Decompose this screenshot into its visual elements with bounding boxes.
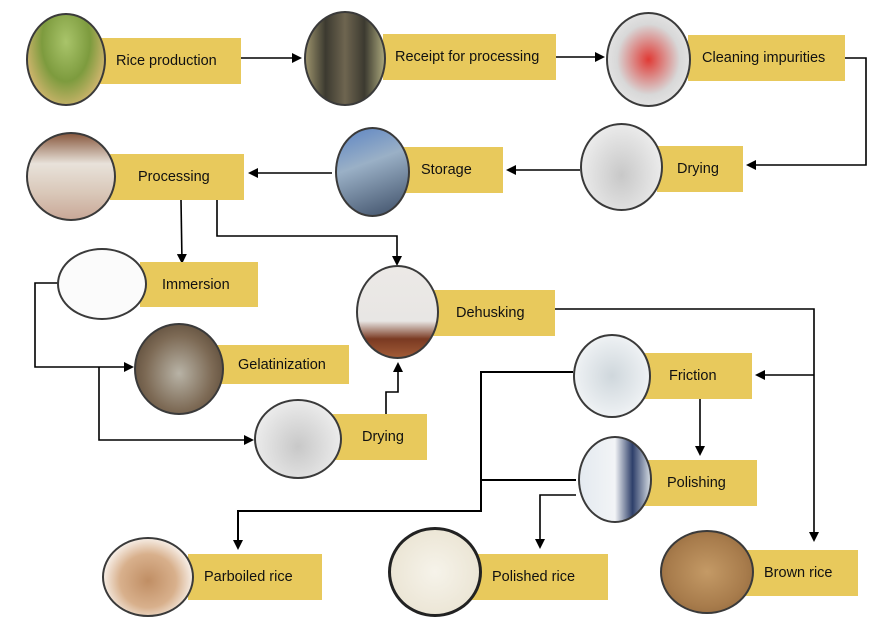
node-dehusking-label: Dehusking — [424, 290, 555, 336]
label-text: Cleaning impurities — [702, 50, 826, 66]
rice-plant-image — [26, 13, 106, 106]
label-text: Storage — [421, 162, 472, 178]
dehusker-machine-image — [356, 265, 439, 359]
label-text: Drying — [677, 161, 719, 177]
label-text: Parboiled rice — [204, 569, 293, 585]
edge-immersion-to-gelatinization — [34, 282, 134, 372]
edge-polishing-to-polished — [535, 494, 576, 549]
node-cleaning-label: Cleaning impurities — [688, 35, 845, 81]
parboiled-rice-pile-image — [102, 537, 194, 617]
cleaning-machine-image — [606, 12, 691, 107]
node-friction-label: Friction — [633, 353, 752, 399]
polisher-machine-image — [578, 436, 652, 523]
label-text: Drying — [362, 429, 404, 445]
node-immersion-label: Immersion — [140, 262, 258, 307]
grain-intake-image — [304, 11, 386, 106]
edge-immersion-to-drying — [98, 367, 254, 445]
grain-silo-image — [335, 127, 410, 217]
edge-processing-to-immersion — [176, 199, 187, 264]
node-gelatinization-label: Gelatinization — [210, 345, 349, 384]
node-polished-label: Polished rice — [468, 554, 608, 600]
node-parboiled-label: Parboiled rice — [188, 554, 322, 600]
label-text: Processing — [138, 169, 210, 185]
edge-dehusking-to-brown — [555, 308, 819, 542]
node-drying-bottom-label: Drying — [332, 414, 427, 460]
node-storage-label: Storage — [403, 147, 503, 193]
label-text: Gelatinization — [238, 356, 326, 373]
label-text: Polishing — [667, 475, 726, 491]
node-rice-production-label: Rice production — [96, 38, 241, 84]
label-text: Rice production — [116, 53, 217, 69]
label-text: Immersion — [162, 276, 230, 293]
node-brown-label: Brown rice — [740, 550, 858, 596]
node-processing-label: Processing — [110, 154, 244, 200]
edge-cleaning-to-drying — [746, 57, 867, 170]
node-drying-top-label: Drying — [657, 146, 743, 192]
immersion-tank-schematic-image — [57, 248, 147, 320]
white-rice-bowl-image — [388, 527, 482, 617]
steam-vessel-image — [134, 323, 224, 415]
label-text: Receipt for processing — [395, 49, 540, 65]
processing-plant-image — [26, 132, 116, 221]
dryer-tower-image — [580, 123, 663, 211]
label-text: Polished rice — [492, 569, 576, 585]
friction-mill-image — [573, 334, 651, 418]
brown-rice-grains-image — [660, 530, 754, 614]
dryer-tower-image — [254, 399, 342, 479]
label-text: Brown rice — [764, 565, 833, 581]
edge-processing-to-dehusking — [216, 200, 402, 266]
label-text: Friction — [669, 368, 717, 384]
label-text: Dehusking — [456, 305, 525, 321]
node-polishing-label: Polishing — [643, 460, 757, 506]
node-receipt-label: Receipt for processing — [383, 34, 556, 80]
edge-friction-to-parboiled — [233, 371, 573, 550]
edge-drying-to-dehusking — [385, 362, 403, 418]
